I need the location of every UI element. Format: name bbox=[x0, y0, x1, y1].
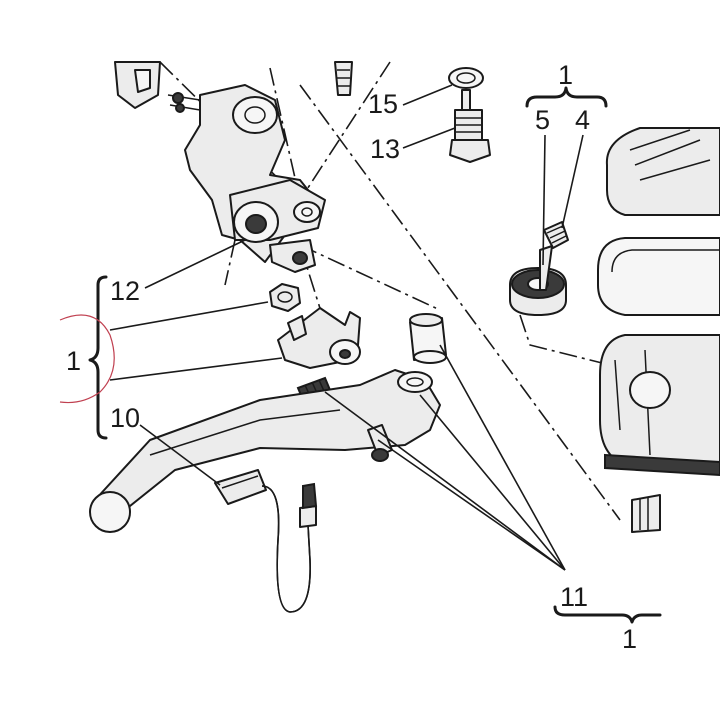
callout-10: 10 bbox=[110, 403, 140, 433]
washer-15 bbox=[448, 67, 484, 89]
brake-lever bbox=[89, 369, 441, 533]
grommet-5 bbox=[509, 267, 567, 316]
callout-1-top: 1 bbox=[558, 60, 573, 90]
callout-15: 15 bbox=[368, 89, 398, 119]
reservoir bbox=[597, 127, 720, 533]
callout-labels: 15 13 1 5 4 12 1 10 11 1 bbox=[66, 60, 637, 654]
markup-circle bbox=[59, 314, 115, 404]
bracket-bottom bbox=[553, 605, 662, 624]
spacer-sleeve bbox=[409, 313, 447, 364]
nut-12 bbox=[269, 283, 301, 312]
bracket-left bbox=[88, 275, 108, 440]
callout-12: 12 bbox=[110, 276, 140, 306]
banjo-screw-13 bbox=[449, 89, 491, 163]
callout-11: 11 bbox=[560, 582, 588, 612]
callout-13: 13 bbox=[370, 134, 400, 164]
adjuster-bracket bbox=[277, 307, 361, 369]
leader-lines bbox=[109, 84, 584, 571]
brake-switch-10 bbox=[214, 469, 318, 613]
bleed-bolt bbox=[334, 61, 353, 96]
callout-1-left: 1 bbox=[66, 346, 81, 376]
bracket-top bbox=[525, 86, 608, 108]
callout-4: 4 bbox=[575, 105, 590, 135]
master-cylinder bbox=[114, 61, 326, 273]
callout-5: 5 bbox=[535, 105, 550, 135]
brackets bbox=[88, 86, 662, 624]
callout-1-bottom: 1 bbox=[622, 624, 637, 654]
